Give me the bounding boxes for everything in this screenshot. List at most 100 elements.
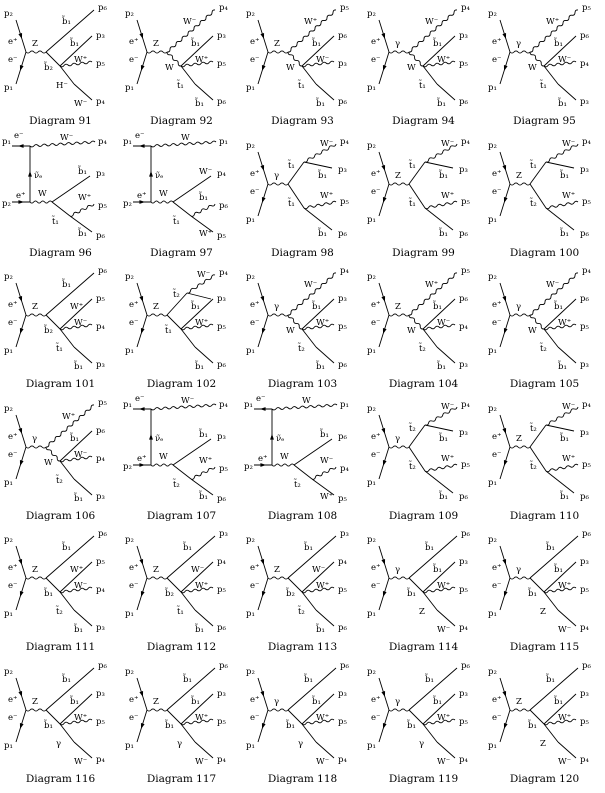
outgoing-line — [172, 438, 212, 465]
boson-line — [146, 576, 168, 580]
particle-label: W⁺ — [195, 55, 208, 65]
particle-label: W⁺ — [441, 191, 454, 201]
fermion-arrow — [382, 459, 387, 466]
momentum-label: p₂ — [244, 462, 253, 472]
particle-label: b̃₁ — [77, 164, 86, 177]
propagator-label: t̃₂ — [529, 196, 536, 209]
squark-line — [408, 446, 426, 471]
w-boson-line — [150, 140, 217, 147]
fermion-arrow — [382, 327, 387, 335]
propagator-label: t̃₂ — [297, 604, 304, 617]
diagram-caption: Diagram 118 — [267, 772, 338, 785]
particle-label: b̃₁ — [553, 562, 562, 575]
boson-line — [267, 576, 289, 580]
propagator-label: Z — [540, 739, 546, 749]
inner-line — [301, 65, 317, 85]
particle-label: W⁻ — [304, 280, 317, 290]
particle-label: e⁺ — [16, 191, 26, 201]
inner-line — [59, 723, 75, 742]
w-boson-line — [45, 404, 95, 447]
exchange-label: ν̃ₑ — [155, 170, 163, 181]
momentum-label: p₄ — [96, 454, 105, 464]
propagator-label: t̃₂ — [172, 287, 179, 300]
outgoing-line — [59, 35, 93, 67]
propagator-label: b̃₁ — [406, 718, 415, 731]
momentum-label: p₃ — [580, 165, 589, 175]
w-boson-line — [59, 60, 93, 68]
fermion-arrow — [28, 170, 32, 177]
diagram-caption: Diagram 108 — [267, 509, 338, 522]
outgoing-line — [408, 667, 458, 710]
particle-label: W⁻ — [74, 318, 87, 328]
particle-label: W⁻ — [558, 757, 571, 767]
propagator-label: t̃₁ — [176, 604, 183, 617]
particle-label: W⁻ — [546, 280, 559, 290]
particle-label: b̃₁ — [559, 489, 568, 502]
particle-label: W⁺ — [425, 280, 438, 290]
particle-label: b̃₁ — [61, 672, 70, 685]
diagram-caption: Diagram 109 — [388, 509, 459, 522]
propagator-label: t̃₁ — [539, 78, 546, 91]
fermion-arrow — [138, 143, 145, 148]
particle-label: b̃₁ — [317, 168, 326, 181]
boson-line — [509, 444, 531, 449]
boson-label: γ — [395, 697, 400, 707]
momentum-label: p₂ — [246, 535, 255, 545]
outgoing-line — [422, 35, 456, 67]
particle-label: e⁻ — [492, 318, 502, 328]
outgoing-line — [422, 298, 456, 330]
momentum-label: p₁ — [125, 346, 134, 356]
w-boson-line — [180, 60, 214, 68]
fermion-arrow — [381, 427, 386, 434]
boson-label: Z — [32, 697, 38, 707]
squark-line — [529, 161, 547, 184]
boson-label: Z — [153, 697, 159, 707]
w-boson-line — [529, 314, 545, 330]
momentum-label: p₁ — [4, 741, 13, 751]
inner-line — [301, 723, 317, 742]
w-boson-line — [529, 272, 579, 316]
particle-label: W — [181, 133, 190, 143]
fermion-arrow — [502, 32, 507, 40]
w-boson-line — [59, 455, 93, 462]
particle-label: e⁻ — [8, 581, 18, 591]
fermion-arrow — [261, 196, 266, 203]
fermion-arrow — [382, 590, 387, 598]
momentum-label: p₆ — [338, 432, 347, 442]
propagator-label: t̃₁ — [529, 158, 536, 171]
particle-label: b̃₁ — [424, 672, 433, 685]
momentum-label: p₃ — [338, 59, 347, 69]
diagram-caption: Diagram 119 — [388, 772, 459, 785]
momentum-label: p₃ — [217, 294, 226, 304]
momentum-label: p₅ — [580, 585, 589, 595]
boson-label: γ — [395, 39, 400, 49]
w-boson-line — [301, 323, 335, 331]
boson-line — [509, 576, 531, 580]
particle-label: b̃₁ — [190, 299, 199, 312]
w-boson-line — [186, 274, 216, 294]
particle-label: W⁻ — [197, 270, 210, 280]
diagram-caption: Diagram 113 — [267, 641, 338, 653]
particle-label: e⁻ — [371, 581, 381, 591]
outgoing-line — [408, 535, 458, 579]
diagram-caption: Diagram 93 — [271, 115, 334, 127]
momentum-label: p₂ — [125, 272, 134, 282]
momentum-label: p₆ — [217, 623, 226, 633]
w-boson-line — [150, 199, 174, 204]
outgoing-line — [73, 346, 93, 364]
particle-label: W⁺ — [304, 17, 317, 27]
boson-line — [388, 576, 410, 580]
momentum-label: p₆ — [217, 360, 226, 370]
w-boson-line — [422, 323, 456, 331]
fermion-arrow — [19, 459, 24, 466]
momentum-label: p₂ — [4, 272, 13, 282]
boson-label: Z — [153, 302, 159, 312]
particle-label: b̃₁ — [194, 359, 203, 372]
